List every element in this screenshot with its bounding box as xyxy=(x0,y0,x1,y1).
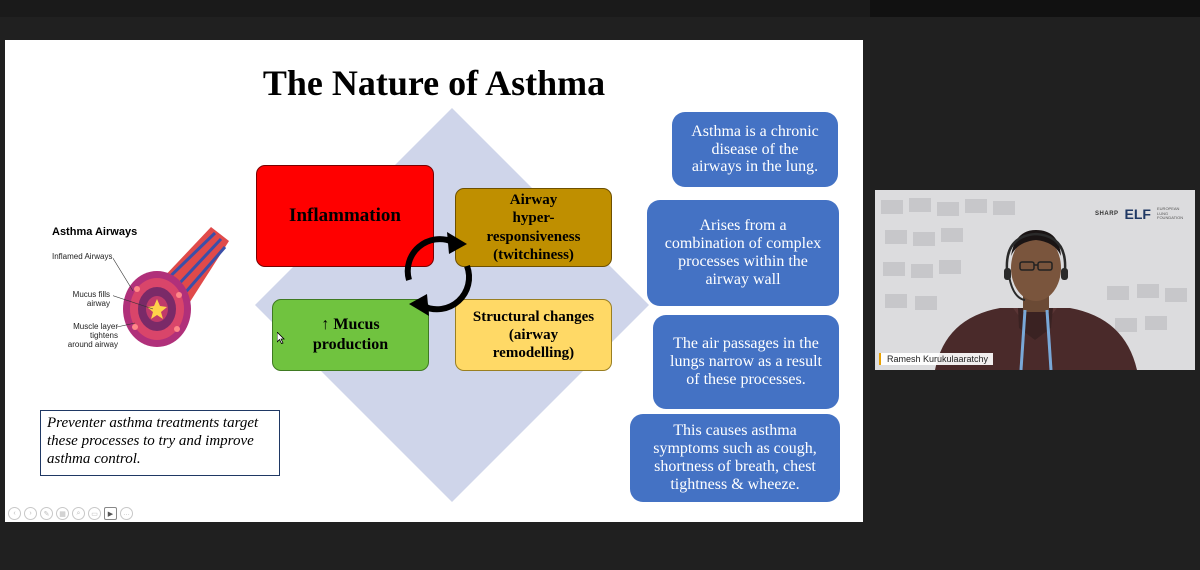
top-strip xyxy=(0,0,1200,17)
illustration-label-mucus: Mucus fills airway xyxy=(52,290,110,309)
note-line-1: Preventer asthma treatments target xyxy=(47,415,259,431)
inflammation-box: Inflammation xyxy=(256,165,434,267)
info-box-complex-processes: Arises from a combination of complex pro… xyxy=(647,200,839,306)
illustration-label-inflamed: Inflamed Airways xyxy=(52,252,113,261)
zoom-icon[interactable]: ⌕ xyxy=(72,507,85,520)
hyper-line-2: hyper- xyxy=(512,210,555,227)
subtitles-icon[interactable]: ▭ xyxy=(88,507,101,520)
note-line-3: asthma control. xyxy=(47,451,141,467)
sponsor-logos: SHARP ELF EUROPEAN LUNG FOUNDATION xyxy=(1095,206,1185,222)
inflammation-label: Inflammation xyxy=(289,205,401,226)
struct-line-2: (airway xyxy=(508,326,559,343)
info-4-line-2: symptoms such as cough, xyxy=(653,440,817,458)
cycle-arrows-icon xyxy=(404,232,472,316)
elf-logo-subtitle: EUROPEAN LUNG FOUNDATION xyxy=(1157,206,1184,221)
struct-line-3: remodelling) xyxy=(492,345,575,362)
note-line-2: these processes to try and improve xyxy=(47,433,254,449)
info-2-line-4: airway wall xyxy=(705,270,781,288)
mucus-production-box: ↑ Mucus production xyxy=(272,299,429,371)
webcam-video-tile[interactable]: SHARP ELF EUROPEAN LUNG FOUNDATION Rames… xyxy=(875,190,1195,370)
webcam-background xyxy=(875,190,1195,370)
illustration-title: Asthma Airways xyxy=(52,226,138,238)
label-muscle-line-3: around airway xyxy=(67,339,118,349)
next-slide-icon[interactable]: › xyxy=(24,507,37,520)
info-box-symptoms: This causes asthma symptoms such as coug… xyxy=(630,414,840,502)
sharp-logo: SHARP xyxy=(1095,211,1119,217)
participant-name-tag: Ramesh Kurukulaaratchy xyxy=(879,353,994,365)
label-mucus-line-2: airway xyxy=(86,298,110,308)
info-3-line-1: The air passages in the xyxy=(673,335,819,353)
hyper-line-1: Airway xyxy=(509,191,558,208)
label-mucus-line-1: Mucus fills xyxy=(72,290,110,299)
info-1-line-3: airways in the lung. xyxy=(691,158,819,176)
info-3-line-3: of these processes. xyxy=(686,370,806,388)
see-all-slides-icon[interactable]: ▦ xyxy=(56,507,69,520)
info-2-line-3: processes within the xyxy=(678,253,808,270)
hyperresponsiveness-box: Airway hyper- responsiveness (twitchines… xyxy=(455,188,612,267)
info-4-line-3: shortness of breath, chest xyxy=(654,458,816,475)
camera-icon[interactable]: ▶ xyxy=(104,507,117,520)
info-2-line-2: combination of complex xyxy=(664,235,822,253)
info-1-line-2: disease of the xyxy=(711,140,799,158)
info-box-chronic-disease: Asthma is a chronic disease of the airwa… xyxy=(672,112,838,187)
mouse-cursor-icon xyxy=(277,332,285,344)
info-2-line-1: Arises from a xyxy=(699,217,787,235)
hyper-line-4: (twitchiness) xyxy=(493,246,574,263)
airway-tube-icon xyxy=(113,227,229,347)
label-muscle-line-2: tightens xyxy=(89,330,118,340)
struct-line-1: Structural changes xyxy=(472,308,595,325)
illustration-label-muscle: Muscle layer tightens around airway xyxy=(52,322,118,349)
slide-title: The Nature of Asthma xyxy=(262,63,606,103)
info-4-line-1: This causes asthma xyxy=(673,422,797,440)
presentation-slide: The Nature of Asthma Inflammation Airway… xyxy=(5,40,863,522)
previous-slide-icon[interactable]: ‹ xyxy=(8,507,21,520)
structural-changes-box: Structural changes (airway remodelling) xyxy=(455,299,612,371)
info-3-line-2: lungs narrow as a result xyxy=(670,353,822,371)
hyper-line-3: responsiveness xyxy=(486,228,581,245)
elf-logo: ELF xyxy=(1124,206,1151,222)
info-4-line-4: tightness & wheeze. xyxy=(670,475,800,493)
slideshow-toolbar: ‹ › ✎ ▦ ⌕ ▭ ▶ … xyxy=(8,507,133,520)
asthma-airways-illustration: Asthma Airways Inflamed Airways Mucus fi… xyxy=(45,223,235,363)
mucus-line-2: production xyxy=(312,336,389,353)
more-options-icon[interactable]: … xyxy=(120,507,133,520)
preventer-treatment-note: Preventer asthma treatments target these… xyxy=(40,410,280,476)
mucus-line-1: ↑ Mucus xyxy=(321,316,380,333)
label-muscle-line-1: Muscle layer xyxy=(73,322,118,331)
top-strip-dark xyxy=(870,0,1200,17)
info-box-air-passages: The air passages in the lungs narrow as … xyxy=(653,315,839,409)
pen-tool-icon[interactable]: ✎ xyxy=(40,507,53,520)
info-1-line-1: Asthma is a chronic xyxy=(691,122,819,140)
